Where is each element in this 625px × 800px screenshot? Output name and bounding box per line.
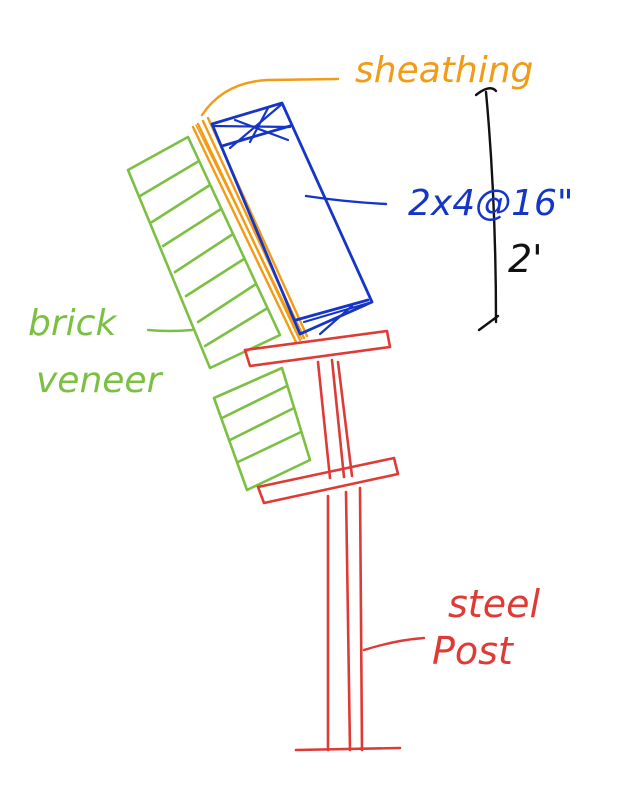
brick-veneer-upper [126,135,282,370]
stud-label: 2x4@16" [408,183,573,224]
steel-post-leader [362,636,426,652]
brick-label: brick [28,303,118,344]
steel-label: steel [448,582,540,626]
veneer-label: veneer [36,360,164,401]
post-label: Post [432,629,515,673]
sheathing-label: sheathing [355,50,533,91]
steel-beam-web [316,358,354,480]
sheathing-leader [200,77,340,117]
height-dimension [474,87,500,332]
steel-beam-bottom-flange [256,456,400,505]
stud-leader [304,194,388,206]
height-label: 2' [508,237,543,281]
brick-veneer-leader [146,328,194,333]
stud-2x4 [210,101,374,336]
brick-veneer-lower [212,366,312,492]
steel-post [294,486,402,752]
steel-beam-top-flange [243,329,392,368]
